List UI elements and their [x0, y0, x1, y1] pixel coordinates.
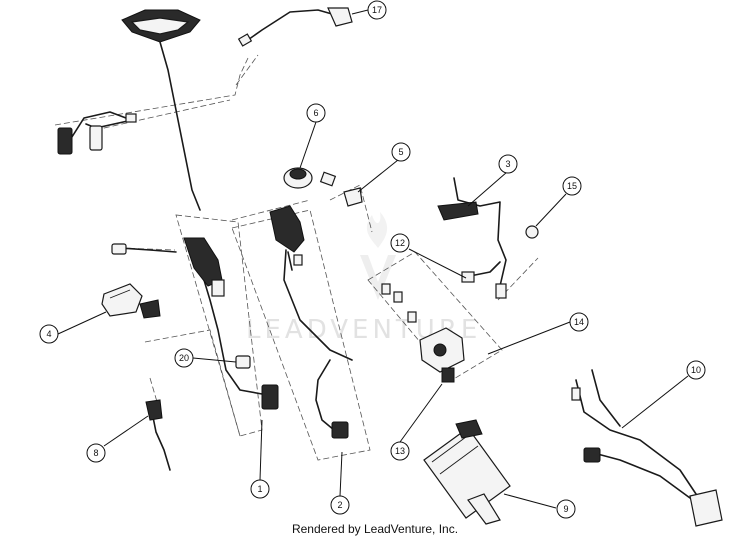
part-5-switch [145, 399, 171, 471]
part-14-solenoid-assembly [381, 283, 465, 383]
leader-13 [399, 383, 443, 443]
callout-14-label: 14 [574, 317, 584, 327]
leader-14 [487, 321, 571, 355]
part-1-sub-harness [111, 237, 279, 410]
part-8-connector [343, 187, 363, 207]
callout-8-label: 5 [398, 147, 403, 157]
callout-6: 9 [556, 499, 576, 519]
part-3-harness [437, 177, 507, 299]
callout-5: 8 [86, 443, 106, 463]
callout-1-label: 1 [257, 484, 262, 494]
footer-credit: Rendered by LeadVenture, Inc. [291, 522, 459, 536]
callout-8: 5 [391, 142, 411, 162]
callout-13: 13 [390, 441, 410, 461]
callout-20-label: 20 [179, 353, 189, 363]
part-15-cap [525, 225, 539, 239]
leader-lines [57, 9, 689, 509]
part-9-key-switch [283, 167, 337, 189]
callout-13-label: 13 [395, 446, 405, 456]
callout-6-label: 9 [563, 504, 568, 514]
callouts: 17 6 5 3 15 12 14 4 20 8 1 2 13 9 10 [39, 0, 706, 519]
callout-15-label: 15 [567, 181, 577, 191]
leader-2 [339, 451, 343, 497]
callout-14: 14 [569, 312, 589, 332]
leader-12 [408, 248, 467, 279]
leader-6 [503, 493, 557, 509]
callout-4-label: 4 [46, 329, 51, 339]
part-10-battery-harness [571, 369, 723, 527]
leader-15 [535, 193, 567, 227]
watermark-logo [360, 212, 396, 300]
callout-12-label: 12 [395, 238, 405, 248]
callout-5-label: 8 [93, 448, 98, 458]
part-6-controller [423, 419, 511, 525]
leader-3 [467, 171, 508, 207]
callout-10-label: 10 [691, 365, 701, 375]
part-20-connector [235, 355, 251, 369]
callout-1: 1 [250, 479, 270, 499]
callout-17-label: 17 [372, 5, 382, 15]
callout-12: 12 [390, 233, 410, 253]
callout-2-label: 2 [337, 500, 342, 510]
callout-15: 15 [562, 176, 582, 196]
callout-17: 17 [367, 0, 387, 20]
callout-9-label: 6 [313, 108, 318, 118]
leader-1 [259, 419, 263, 481]
callout-3: 3 [498, 154, 518, 174]
leader-17 [351, 9, 369, 15]
leader-8 [357, 159, 399, 193]
callout-10: 10 [686, 360, 706, 380]
callout-4: 4 [39, 324, 59, 344]
callout-3-label: 3 [505, 159, 510, 169]
part-4-module [101, 283, 161, 319]
leader-20 [192, 357, 237, 363]
part-17-handle-assembly [121, 7, 353, 211]
leader-10 [621, 375, 689, 429]
callout-9: 6 [306, 103, 326, 123]
callout-20: 20 [174, 348, 194, 368]
callout-2: 2 [330, 495, 350, 515]
leader-4 [57, 311, 107, 335]
part-2-main-harness [269, 205, 353, 439]
leader-9 [299, 121, 317, 169]
leader-5 [103, 415, 149, 447]
part-connector-switch-left [57, 111, 137, 155]
